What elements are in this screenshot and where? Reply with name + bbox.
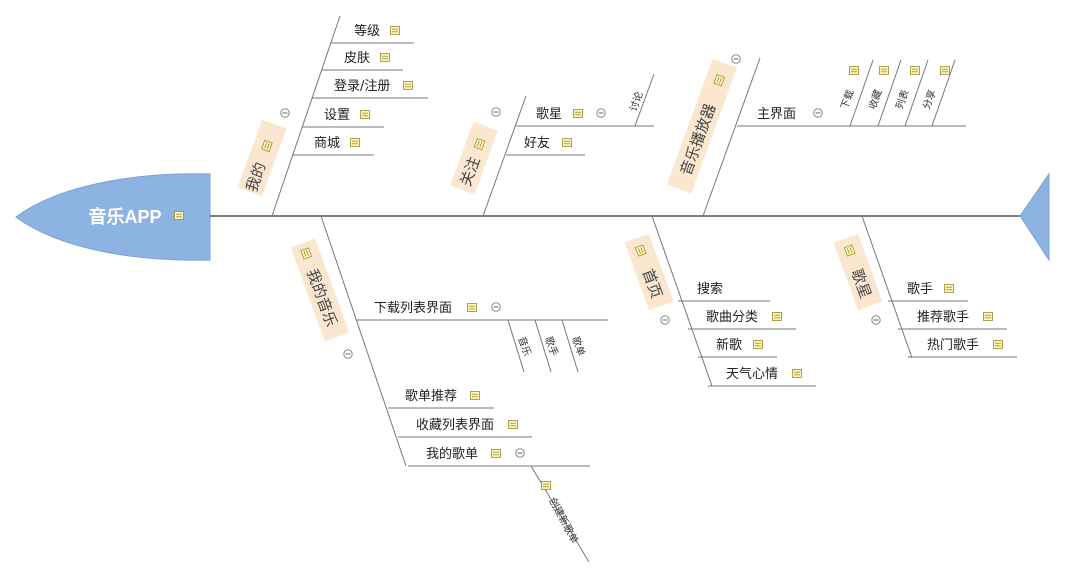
mymusic-item-myplaylist[interactable]: 我的歌单 <box>426 446 478 462</box>
note-icon[interactable] <box>562 138 572 147</box>
note-icon[interactable] <box>944 284 954 293</box>
collapse-icon[interactable] <box>343 349 353 359</box>
note-icon[interactable] <box>753 340 763 349</box>
category-follow-box[interactable]: 关注 <box>450 121 498 195</box>
category-singer: 歌星 歌手 推荐歌手 热门歌手 <box>833 215 1017 359</box>
category-mine: 我的 等级 皮肤 登录/注册 设置 商城 <box>237 15 428 217</box>
follow-item-stars[interactable]: 歌星 <box>536 107 562 122</box>
category-mymusic: 我的音乐 下载列表界面 音乐 歌手 歌单 歌单推荐 收藏列表界面 我的歌单 创建… <box>290 215 608 563</box>
note-icon[interactable] <box>983 312 993 321</box>
singer-item-singers[interactable]: 歌手 <box>907 282 933 297</box>
note-icon[interactable] <box>541 481 551 490</box>
head-label: 音乐APP <box>88 206 161 227</box>
collapse-icon[interactable] <box>491 107 501 117</box>
mine-item-store[interactable]: 商城 <box>314 136 340 151</box>
home-item-weather[interactable]: 天气心情 <box>726 366 778 382</box>
home-item-search[interactable]: 搜索 <box>697 282 723 297</box>
player-main-screen[interactable]: 主界面 <box>757 107 796 122</box>
fish-head[interactable]: 音乐APP <box>15 173 211 261</box>
singer-item-recommended[interactable]: 推荐歌手 <box>917 310 969 325</box>
mine-item-level[interactable]: 等级 <box>354 23 380 39</box>
follow-sub-discuss[interactable]: 讨论 <box>627 90 646 113</box>
follow-item-friends[interactable]: 好友 <box>524 135 550 151</box>
collapse-icon[interactable] <box>491 302 501 312</box>
player-sub-share[interactable]: 分享 <box>920 88 939 111</box>
category-player-box[interactable]: 音乐播放器 <box>666 58 738 194</box>
note-icon[interactable] <box>403 81 413 90</box>
category-player: 音乐播放器 主界面 下载 收藏 列表 分享 <box>666 54 966 217</box>
mymusic-download-list[interactable]: 下载列表界面 <box>374 301 452 316</box>
category-home-box[interactable]: 首页 <box>624 233 674 311</box>
note-icon[interactable] <box>174 211 184 220</box>
mine-item-settings[interactable]: 设置 <box>324 108 350 123</box>
category-follow: 关注 歌星 好友 讨论 <box>450 73 655 217</box>
note-icon[interactable] <box>772 312 782 321</box>
note-icon[interactable] <box>910 66 920 75</box>
collapse-icon[interactable] <box>871 315 881 325</box>
note-icon[interactable] <box>792 369 802 378</box>
collapse-icon[interactable] <box>280 108 290 118</box>
note-icon[interactable] <box>467 303 477 312</box>
category-mine-box[interactable]: 我的 <box>237 119 287 197</box>
download-sub-playlist[interactable]: 歌单 <box>569 335 588 358</box>
note-icon[interactable] <box>573 109 583 118</box>
note-icon[interactable] <box>491 449 501 458</box>
note-icon[interactable] <box>360 110 370 119</box>
mymusic-item-favorites[interactable]: 收藏列表界面 <box>416 418 494 433</box>
collapse-icon[interactable] <box>660 315 670 325</box>
note-icon[interactable] <box>508 420 518 429</box>
player-sub-favorite[interactable]: 收藏 <box>866 88 885 111</box>
collapse-icon[interactable] <box>813 108 823 118</box>
fish-tail <box>1019 172 1050 262</box>
collapse-icon[interactable] <box>596 108 606 118</box>
note-icon[interactable] <box>350 138 360 147</box>
collapse-icon[interactable] <box>731 54 741 64</box>
category-singer-box[interactable]: 歌星 <box>833 233 883 311</box>
note-icon[interactable] <box>993 340 1003 349</box>
collapse-icon[interactable] <box>515 448 525 458</box>
home-item-category[interactable]: 歌曲分类 <box>706 310 758 325</box>
mymusic-item-recommend[interactable]: 歌单推荐 <box>405 389 457 404</box>
download-sub-singer[interactable]: 歌手 <box>542 335 561 358</box>
note-icon[interactable] <box>390 26 400 35</box>
category-home: 首页 搜索 歌曲分类 新歌 天气心情 <box>624 215 816 387</box>
note-icon[interactable] <box>380 53 390 62</box>
playlist-sub-create[interactable]: 创建新歌单 <box>546 495 581 545</box>
home-item-newsongs[interactable]: 新歌 <box>716 337 742 353</box>
note-icon[interactable] <box>879 66 889 75</box>
singer-item-popular[interactable]: 热门歌手 <box>927 338 979 353</box>
player-sub-download[interactable]: 下载 <box>839 88 857 111</box>
note-icon[interactable] <box>470 391 480 400</box>
mine-item-skin[interactable]: 皮肤 <box>344 51 370 66</box>
download-sub-music[interactable]: 音乐 <box>515 335 534 358</box>
note-icon[interactable] <box>849 66 859 75</box>
player-sub-list[interactable]: 列表 <box>893 88 912 111</box>
mine-item-login[interactable]: 登录/注册 <box>334 79 390 94</box>
category-mymusic-box[interactable]: 我的音乐 <box>290 238 350 342</box>
note-icon[interactable] <box>940 66 950 75</box>
